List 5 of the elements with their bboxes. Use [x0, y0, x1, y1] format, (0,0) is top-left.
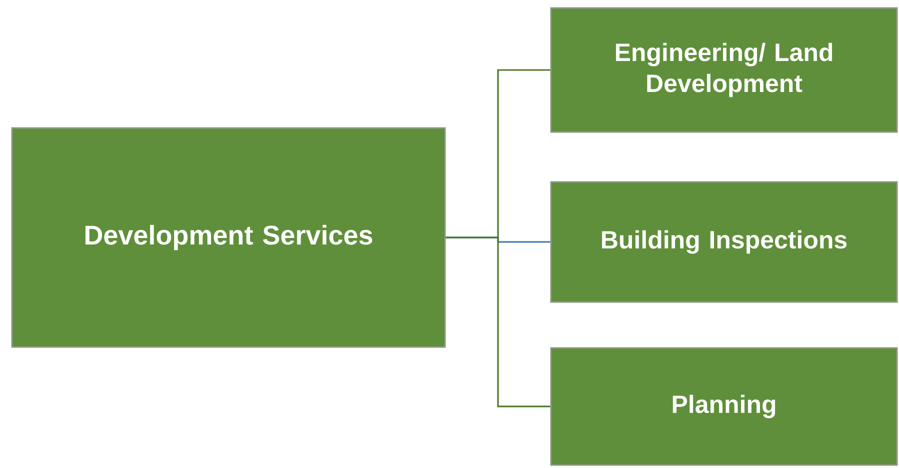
process-box: Engineering/ Land Development [550, 7, 898, 133]
process-box: Building Inspections [550, 181, 898, 303]
connector-line [446, 236, 550, 408]
process-box: Planning [550, 347, 898, 466]
process-box: Development Services [11, 127, 446, 348]
